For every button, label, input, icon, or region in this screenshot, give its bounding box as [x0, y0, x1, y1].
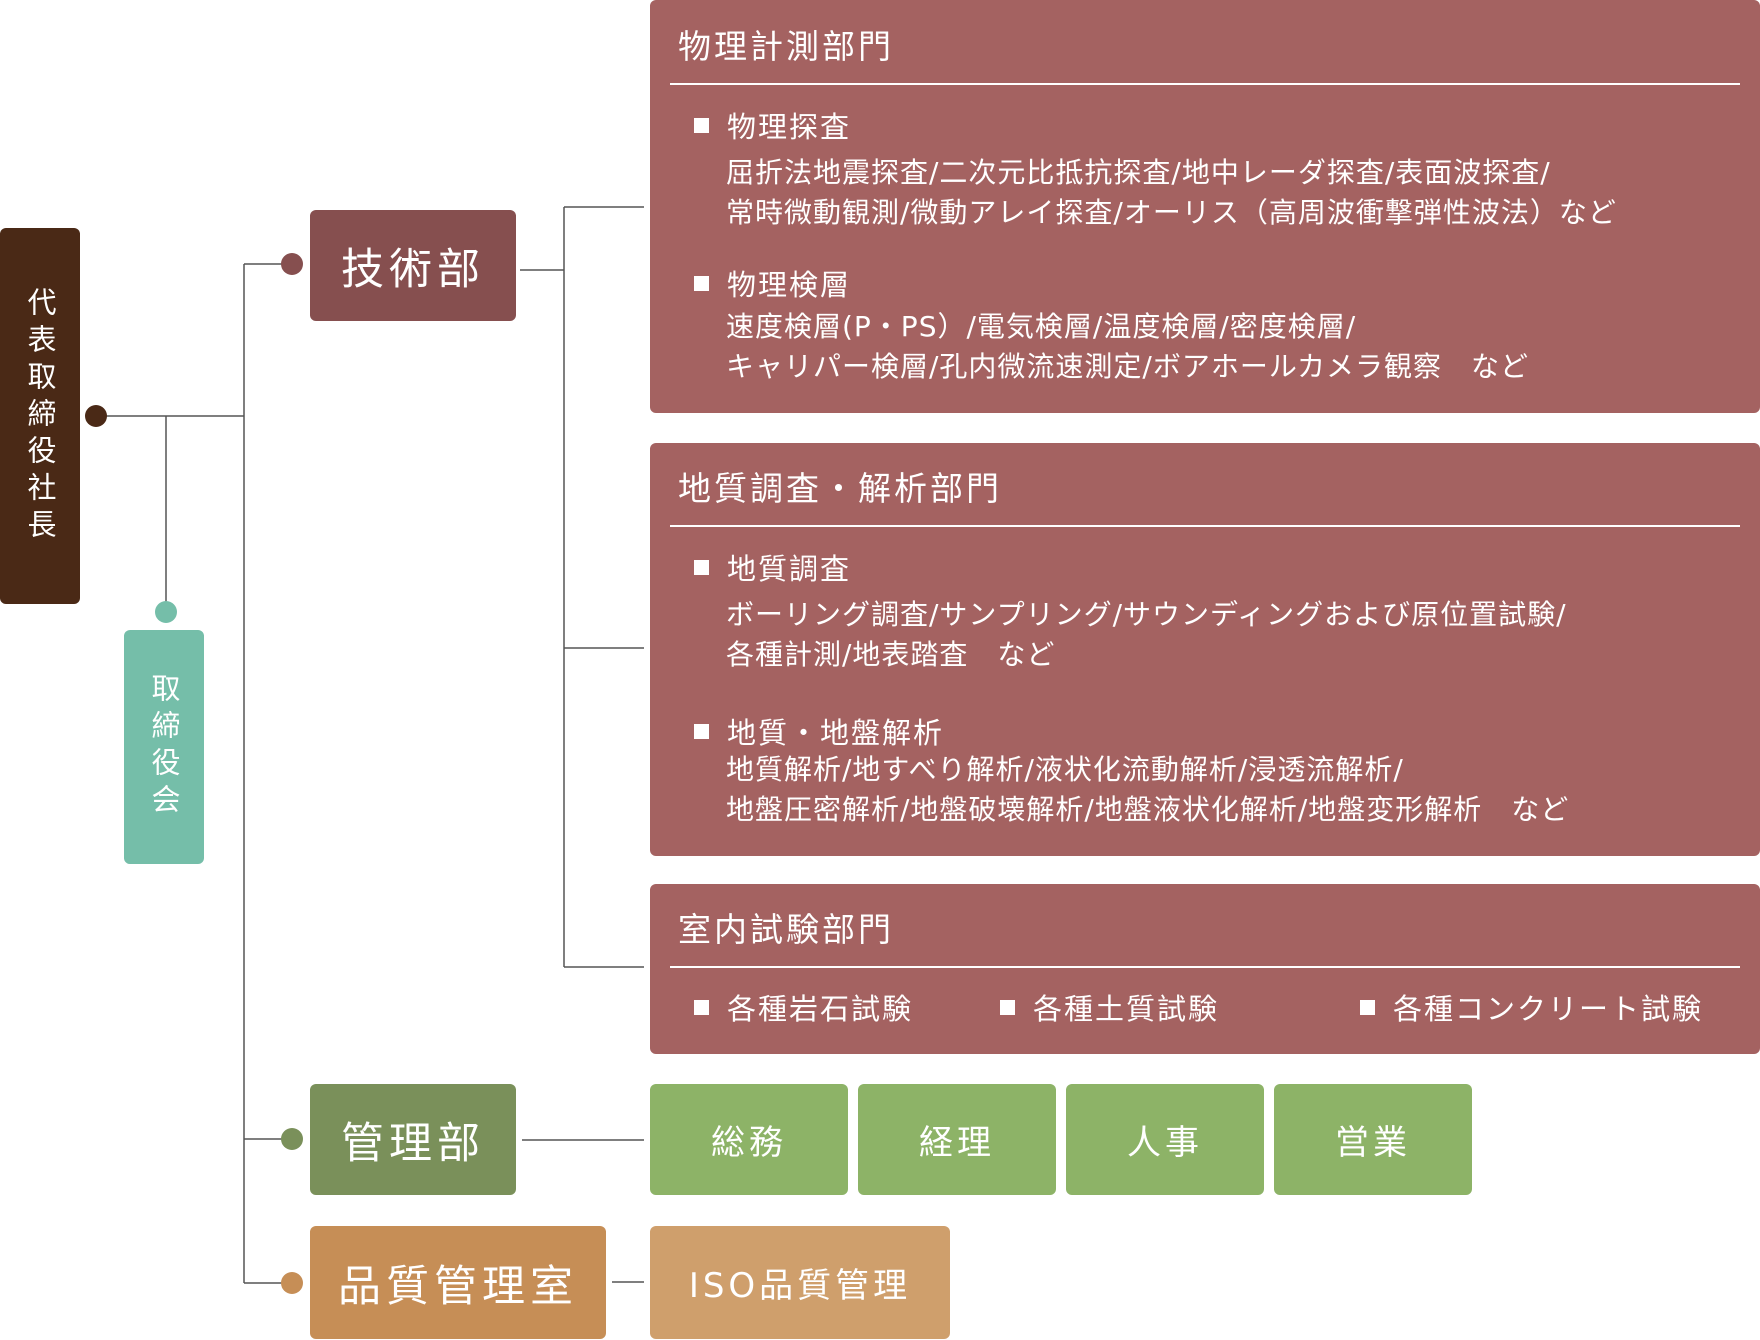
divider: [670, 525, 1740, 527]
mgmt-dept-box: 管理部: [310, 1084, 516, 1195]
square-bullet-icon: [1000, 999, 1015, 1015]
unit-accounting: 経理: [858, 1084, 1056, 1195]
tech-connector-dot: [281, 253, 303, 275]
square-bullet-icon: [694, 723, 709, 739]
tech-dept-label: 技術部: [341, 244, 485, 295]
section-title: 物理検層: [694, 262, 851, 304]
section-line: 地質解析/地すべり解析/液状化流動解析/浸透流解析/: [726, 753, 1404, 786]
divider: [670, 966, 1740, 968]
unit-iso-quality: ISO品質管理: [650, 1226, 950, 1339]
qa-dept-box: 品質管理室: [310, 1226, 606, 1339]
section-line: 常時微動観測/微動アレイ探査/オーリス（高周波衝撃弾性波法）など: [726, 196, 1617, 229]
unit-human-resources: 人事: [1066, 1084, 1264, 1195]
divider: [670, 83, 1740, 85]
board-box: 取締役会: [124, 630, 204, 864]
section-body: 地質解析/地すべり解析/液状化流動解析/浸透流解析/ 地盤圧密解析/地盤破壊解析…: [726, 750, 1569, 830]
section-line: 速度検層(P・PS）/電気検層/温度検層/密度検層/: [726, 310, 1357, 343]
tech-dept-box: 技術部: [310, 210, 516, 321]
section-body: ボーリング調査/サンプリング/サウンディングおよび原位置試験/ 各種計測/地表踏…: [726, 595, 1567, 675]
square-bullet-icon: [1360, 999, 1375, 1015]
division-title: 室内試験部門: [678, 910, 894, 949]
division-geology-analysis: 地質調査・解析部門 地質調査 ボーリング調査/サンプリング/サウンディングおよび…: [650, 443, 1760, 856]
square-bullet-icon: [694, 559, 709, 575]
section-body: 速度検層(P・PS）/電気検層/温度検層/密度検層/ キャリパー検層/孔内微流速…: [726, 307, 1529, 387]
division-physical-measurement: 物理計測部門 物理探査 屈折法地震探査/二次元比抵抗探査/地中レーダ探査/表面波…: [650, 0, 1760, 413]
lab-test-item: 各種コンクリート試験: [1360, 986, 1703, 1028]
section-line: 各種計測/地表踏査 など: [726, 638, 1056, 671]
qa-connector-dot: [281, 1272, 303, 1294]
ceo-label: 代表取締役社長: [23, 286, 57, 546]
board-label: 取締役会: [147, 673, 181, 821]
division-lab-testing: 室内試験部門 各種岩石試験 各種土質試験 各種コンクリート試験: [650, 884, 1760, 1054]
unit-general-affairs: 総務: [650, 1084, 848, 1195]
ceo-box: 代表取締役社長: [0, 228, 80, 604]
mgmt-dept-label: 管理部: [341, 1118, 485, 1169]
qa-dept-label: 品質管理室: [338, 1261, 578, 1312]
unit-sales: 営業: [1274, 1084, 1472, 1195]
board-connector-dot: [155, 601, 177, 623]
section-line: 屈折法地震探査/二次元比抵抗探査/地中レーダ探査/表面波探査/: [726, 156, 1551, 189]
section-body: 屈折法地震探査/二次元比抵抗探査/地中レーダ探査/表面波探査/ 常時微動観測/微…: [726, 153, 1617, 233]
section-line: キャリパー検層/孔内微流速測定/ボアホールカメラ観察 など: [726, 350, 1530, 383]
square-bullet-icon: [694, 999, 709, 1015]
division-title: 物理計測部門: [678, 27, 894, 66]
section-title: 地質・地盤解析: [694, 710, 944, 752]
ceo-connector-dot: [85, 405, 107, 427]
square-bullet-icon: [694, 117, 709, 133]
mgmt-connector-dot: [281, 1128, 303, 1150]
section-line: 地盤圧密解析/地盤破壊解析/地盤液状化解析/地盤変形解析 など: [726, 793, 1570, 826]
square-bullet-icon: [694, 275, 709, 291]
section-title: 物理探査: [694, 104, 851, 146]
section-title: 地質調査: [694, 546, 851, 588]
lab-test-item: 各種土質試験: [1000, 986, 1219, 1028]
lab-test-item: 各種岩石試験: [694, 986, 913, 1028]
division-title: 地質調査・解析部門: [678, 469, 1002, 508]
section-line: ボーリング調査/サンプリング/サウンディングおよび原位置試験/: [726, 598, 1567, 631]
